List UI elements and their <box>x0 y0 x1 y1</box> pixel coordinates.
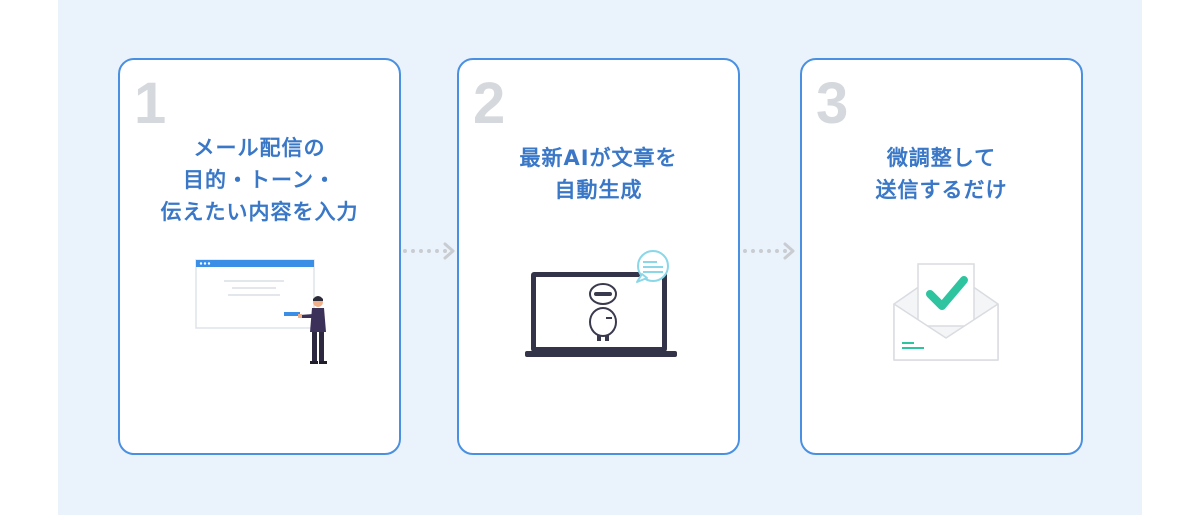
person-at-browser-illustration <box>195 259 327 364</box>
envelope-checkmark-illustration <box>893 263 999 361</box>
step-title-line: メール配信の <box>193 136 326 160</box>
step-title-line: 目的・トーン・ <box>183 168 336 192</box>
dotted-arrow-right-icon <box>403 242 455 260</box>
step-title-line: 最新AIが文章を <box>519 146 678 170</box>
dotted-arrow-right-icon <box>743 242 795 260</box>
step-number: 1 <box>134 71 167 136</box>
step-title-line: 伝えたい内容を入力 <box>160 200 359 224</box>
step-number: 2 <box>473 71 506 136</box>
step-card-3: 3 微調整して 送信するだけ <box>800 58 1083 455</box>
step-title: メール配信の 目的・トーン・ 伝えたい内容を入力 <box>120 132 399 228</box>
step-title: 微調整して 送信するだけ <box>802 142 1081 206</box>
step-title-line: 送信するだけ <box>875 178 1008 202</box>
step-card-1: 1 メール配信の 目的・トーン・ 伝えたい内容を入力 <box>118 58 401 455</box>
laptop-robot-chat-illustration <box>525 250 677 357</box>
step-title-line: 自動生成 <box>554 178 643 202</box>
step-card-2: 2 最新AIが文章を 自動生成 <box>457 58 740 455</box>
step-title-line: 微調整して <box>886 146 997 170</box>
step-number: 3 <box>816 71 849 136</box>
step-title: 最新AIが文章を 自動生成 <box>459 142 738 206</box>
